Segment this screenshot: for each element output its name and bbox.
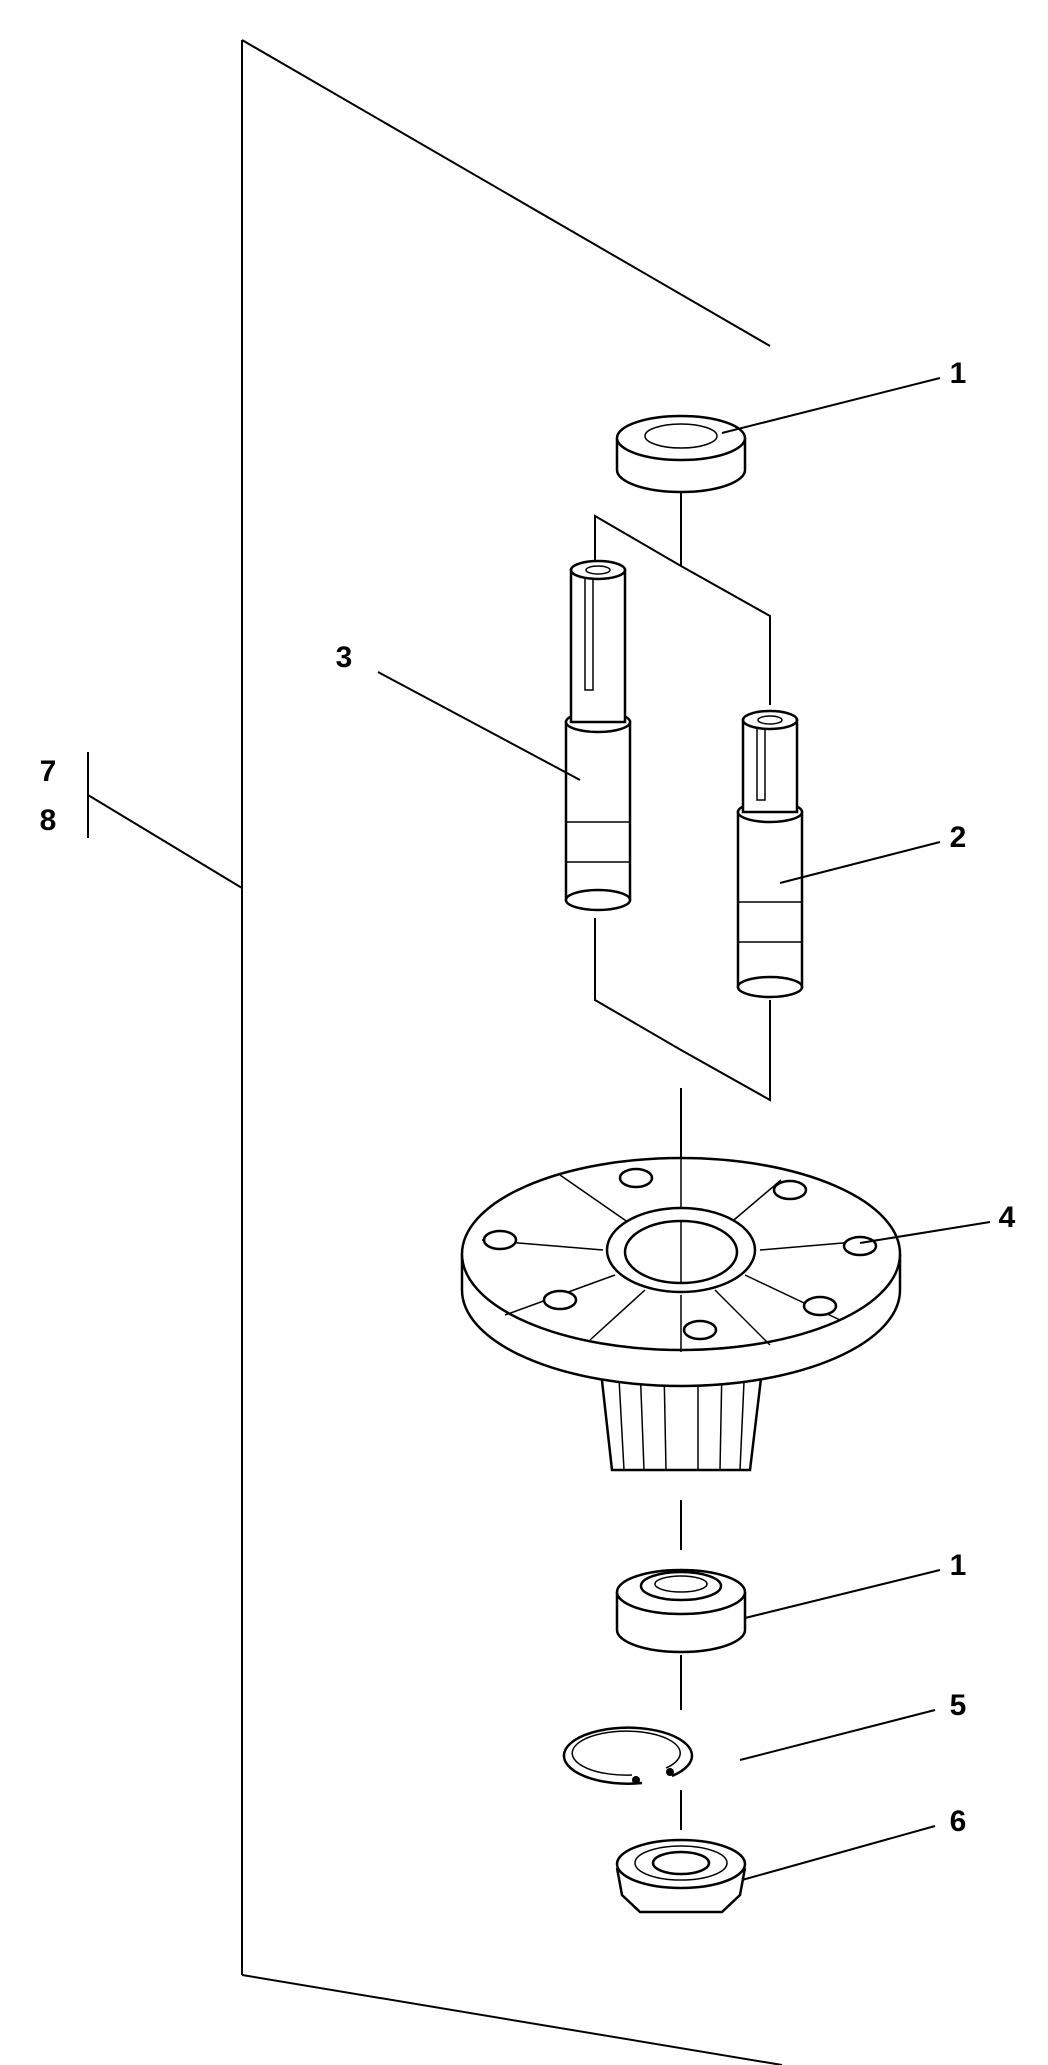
callout-4: 4	[999, 1201, 1016, 1234]
seal	[615, 1838, 747, 1914]
callout-8: 8	[40, 804, 57, 837]
callout-1-bottom: 1	[950, 1549, 967, 1582]
assembly-axis-lines	[594, 488, 771, 1830]
snap-ring	[562, 1726, 694, 1785]
callout-6: 6	[950, 1805, 967, 1838]
leader-lines	[377, 377, 991, 1881]
callout-labels: 1 3 7 8 2 4 1 5 6	[40, 357, 1016, 1838]
bearing-bottom	[615, 1568, 747, 1654]
callout-3: 3	[336, 641, 353, 674]
assembly-bracket	[87, 39, 783, 2065]
callout-2: 2	[950, 821, 967, 854]
callout-1-top: 1	[950, 357, 967, 390]
spindle-short	[736, 709, 804, 999]
spindle-housing	[460, 1154, 902, 1472]
spindle-long	[564, 559, 632, 912]
callout-7: 7	[40, 755, 57, 788]
callout-5: 5	[950, 1689, 967, 1722]
bearing-top	[615, 414, 747, 494]
